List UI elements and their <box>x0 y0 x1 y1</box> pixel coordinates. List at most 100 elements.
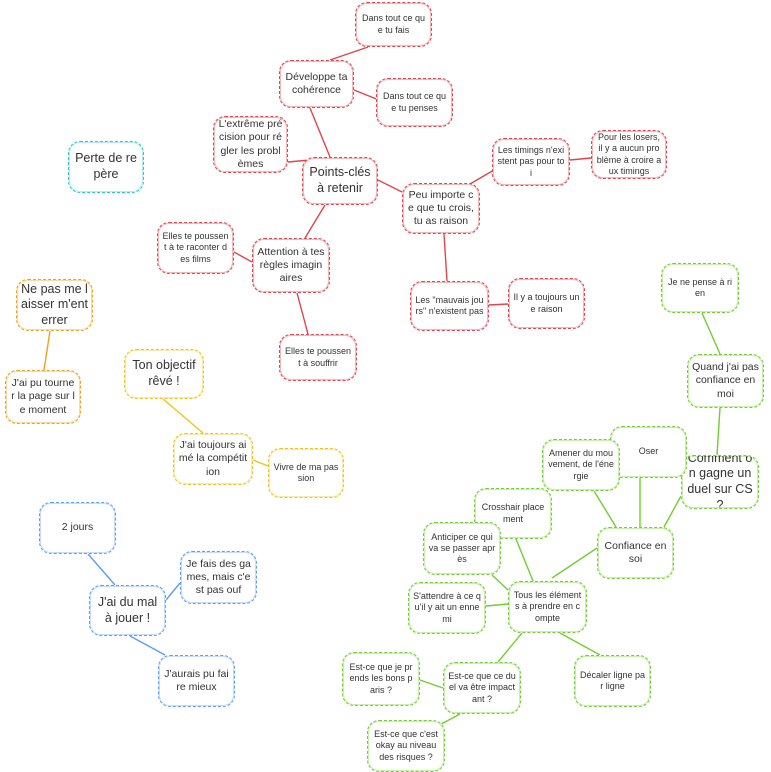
node-ne-pas-laisser[interactable]: Ne pas me laisser m'enterrer <box>16 279 93 331</box>
connector-line <box>716 407 721 456</box>
node-tourner-page-label: J'ai pu tourner la page sur le moment <box>11 377 75 416</box>
node-tous-elements-label: Tous les éléments à prendre en compte <box>513 590 582 623</box>
node-attendre-ennemi[interactable]: S'attendre à ce qu'il y ait un ennemi <box>408 582 486 634</box>
node-fais-des-games-label: Je fais des games, mais c'est pas ouf <box>186 557 251 597</box>
connector-line <box>559 632 601 656</box>
connector-line <box>419 679 444 689</box>
connector-line <box>377 179 403 193</box>
connector-line <box>551 547 598 579</box>
node-tourner-page[interactable]: J'ai pu tourner la page sur le moment <box>5 370 81 424</box>
node-bons-paris[interactable]: Est-ce que je prends les bons paris ? <box>342 652 420 706</box>
node-objectif-reve-label: Ton objectif rêvé ! <box>132 358 196 388</box>
node-timings-label: Les timings n'existent pas pour toi <box>497 145 565 178</box>
node-losers-label: Pour les losers, il y a aucun problème à… <box>596 132 662 176</box>
connector-line <box>309 107 331 158</box>
node-dans-tout-fais-label: Dans tout ce que tu fais <box>361 13 426 35</box>
node-vivre-passion[interactable]: Vivre de ma passion <box>268 448 344 498</box>
connector-line <box>488 303 509 306</box>
connector-line <box>569 157 592 161</box>
node-decaler-ligne[interactable]: Décaler ligne par ligne <box>574 655 651 707</box>
node-aurais-pu-label: J'aurais pu faire mieux <box>164 667 229 693</box>
connector-line <box>485 603 509 607</box>
node-toujours-raison-label: Il y a toujours une raison <box>513 292 580 314</box>
connector-line <box>497 632 523 663</box>
node-du-mal[interactable]: J'ai du mal à jouer ! <box>89 585 166 636</box>
node-duel-impactant[interactable]: Est-ce que ce duel va être impactant ? <box>443 662 521 714</box>
connector-line <box>233 251 253 263</box>
node-anticiper-label: Anticiper ce qui va se passer après <box>428 531 496 565</box>
node-deux-jours[interactable]: 2 jours <box>39 502 116 554</box>
node-developpe[interactable]: Développe ta cohérence <box>279 60 354 108</box>
node-extreme-precision-label: L'extrême précision pour régler les prob… <box>218 118 283 170</box>
node-peu-importe[interactable]: Peu importe ce que tu crois, tu as raiso… <box>402 183 480 234</box>
node-anticiper[interactable]: Anticiper ce qui va se passer après <box>423 522 501 575</box>
node-du-mal-label: J'ai du mal à jouer ! <box>97 594 158 625</box>
node-perte-repere[interactable]: Perte de repère <box>68 141 144 193</box>
node-films[interactable]: Elles te poussent à te raconter des film… <box>157 222 234 274</box>
node-ne-pense-rien[interactable]: Je ne pense à rien <box>661 263 739 313</box>
connector-line <box>515 538 534 582</box>
node-deux-jours-label: 2 jours <box>61 521 94 534</box>
connector-line <box>129 635 166 656</box>
node-toujours-raison[interactable]: Il y a toujours une raison <box>508 278 585 329</box>
node-films-label: Elles te poussent à te raconter des film… <box>162 231 229 264</box>
node-niveau-risques-label: Est-ce que c'est okay au niveau des risq… <box>374 729 438 762</box>
node-timings[interactable]: Les timings n'existent pas pour toi <box>492 138 570 186</box>
connector-line <box>593 490 617 528</box>
node-dans-tout-fais[interactable]: Dans tout ce que tu fais <box>355 2 432 47</box>
node-attendre-ennemi-label: S'attendre à ce qu'il y ait un ennemi <box>413 591 481 624</box>
node-mauvais-jours[interactable]: Les "mauvais jours" n'existent pas <box>410 281 489 331</box>
node-souffrir-label: Elles te poussent à souffrir <box>284 346 352 368</box>
connector-line <box>469 169 495 185</box>
node-attention-label: Attention à tes règles imaginaires <box>257 245 325 285</box>
node-confiance-label: Confiance en soi <box>604 539 667 565</box>
connector-line <box>701 312 721 355</box>
node-points-cles[interactable]: Points-clés à retenir <box>302 157 378 205</box>
node-tous-elements[interactable]: Tous les éléments à prendre en compte <box>508 581 587 633</box>
node-amener-mouvement-label: Amener du mouvement, de l'énergie <box>548 448 614 481</box>
node-ne-pas-laisser-label: Ne pas me laisser m'enterrer <box>21 281 88 327</box>
connector-line <box>663 495 682 528</box>
connector-line <box>165 582 181 601</box>
node-dans-tout-penses[interactable]: Dans tout ce que tu penses <box>376 78 453 127</box>
node-ne-pense-rien-label: Je ne pense à rien <box>667 276 733 298</box>
node-comment-gagne[interactable]: Comment on gagne un duel sur CS ? <box>681 455 759 509</box>
node-aurais-pu[interactable]: J'aurais pu faire mieux <box>158 655 235 707</box>
node-comment-gagne-label: Comment on gagne un duel sur CS ? <box>687 455 753 509</box>
node-niveau-risques[interactable]: Est-ce que c'est okay au niveau des risq… <box>367 720 445 772</box>
node-duel-impactant-label: Est-ce que ce duel va être impactant ? <box>448 671 516 704</box>
connector-line <box>43 330 51 371</box>
node-fais-des-games[interactable]: Je fais des games, mais c'est pas ouf <box>180 551 257 604</box>
connector-line <box>252 459 269 467</box>
node-developpe-label: Développe ta cohérence <box>285 70 348 96</box>
connector-line <box>162 398 204 434</box>
node-confiance[interactable]: Confiance en soi <box>597 527 674 579</box>
node-dans-tout-penses-label: Dans tout ce que tu penses <box>382 91 447 113</box>
connector-line <box>87 553 116 586</box>
node-mauvais-jours-label: Les "mauvais jours" n'existent pas <box>415 294 484 316</box>
connector-line <box>329 46 369 61</box>
node-vivre-passion-label: Vivre de ma passion <box>273 461 339 483</box>
connector-line <box>443 233 448 282</box>
node-souffrir[interactable]: Elles te poussent à souffrir <box>279 334 357 381</box>
node-oser[interactable]: Oser <box>610 426 687 478</box>
node-aime-competition[interactable]: J'ai toujours aimé la compétition <box>173 433 253 485</box>
node-decaler-ligne-label: Décaler ligne par ligne <box>579 669 646 691</box>
node-extreme-precision[interactable]: L'extrême précision pour régler les prob… <box>213 116 288 173</box>
node-quand-confiance-label: Quand j'ai pas confiance en moi <box>692 361 759 400</box>
node-perte-repere-label: Perte de repère <box>75 151 137 181</box>
node-crosshair-label: Crosshair placement <box>481 502 545 524</box>
node-objectif-reve[interactable]: Ton objectif rêvé ! <box>124 349 204 399</box>
node-quand-confiance[interactable]: Quand j'ai pas confiance en moi <box>687 354 764 408</box>
connector-line <box>491 574 509 591</box>
node-attention[interactable]: Attention à tes règles imaginaires <box>252 238 330 293</box>
node-losers[interactable]: Pour les losers, il y a aucun problème à… <box>591 130 667 179</box>
node-bons-paris-label: Est-ce que je prends les bons paris ? <box>349 662 413 695</box>
node-oser-label: Oser <box>638 446 659 457</box>
node-peu-importe-label: Peu importe ce que tu crois, tu as raiso… <box>408 188 474 228</box>
node-amener-mouvement[interactable]: Amener du mouvement, de l'énergie <box>542 439 620 491</box>
node-aime-competition-label: J'ai toujours aimé la compétition <box>178 439 248 478</box>
node-crosshair[interactable]: Crosshair placement <box>474 488 552 539</box>
node-points-cles-label: Points-clés à retenir <box>309 165 371 195</box>
